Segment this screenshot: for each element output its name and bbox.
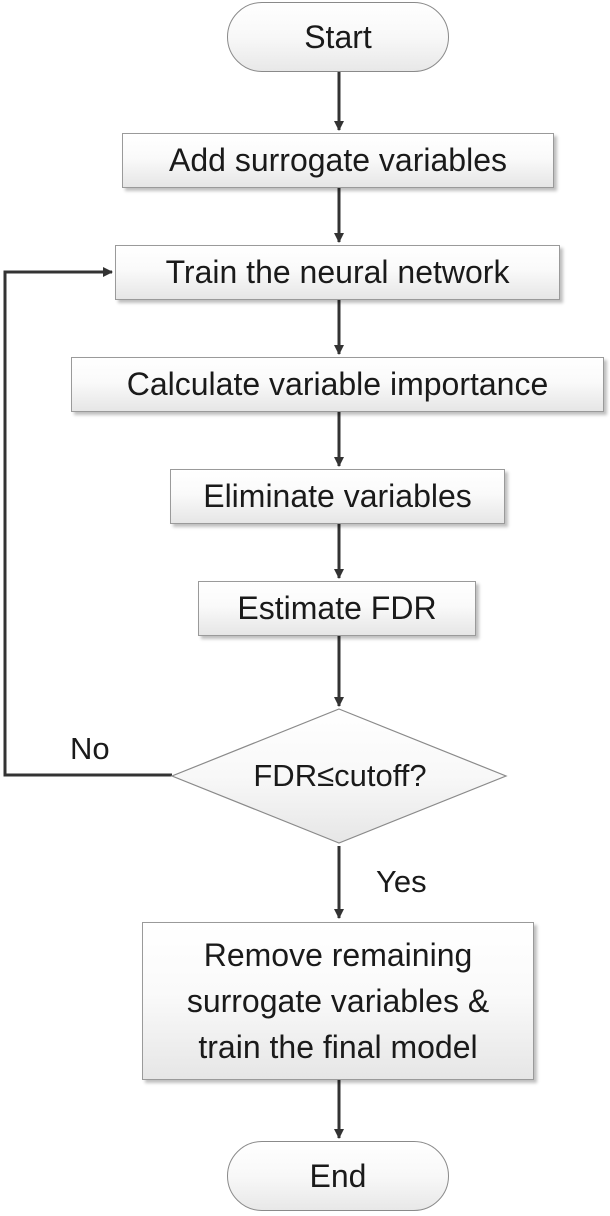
train-network-node: Train the neural network — [115, 245, 560, 300]
decision-diamond — [170, 708, 508, 844]
train-network-label: Train the neural network — [165, 254, 510, 291]
final-model-node: Remove remaining surrogate variables & t… — [142, 922, 534, 1080]
decision-label: FDR≤cutoff? — [253, 758, 427, 793]
estimate-fdr-node: Estimate FDR — [198, 581, 476, 636]
estimate-fdr-label: Estimate FDR — [237, 590, 437, 627]
calc-importance-label: Calculate variable importance — [126, 366, 549, 403]
eliminate-label: Eliminate variables — [203, 478, 472, 515]
final-line-3: train the final model — [198, 1029, 478, 1065]
add-surrogate-node: Add surrogate variables — [122, 133, 554, 188]
add-surrogate-label: Add surrogate variables — [169, 142, 507, 179]
calc-importance-node: Calculate variable importance — [71, 357, 604, 412]
arrow-no-loop-back — [3, 267, 172, 777]
yes-label: Yes — [376, 864, 427, 899]
final-line-2: surrogate variables & — [186, 983, 490, 1019]
end-node: End — [227, 1141, 449, 1211]
eliminate-node: Eliminate variables — [170, 469, 505, 524]
no-label: No — [70, 731, 110, 766]
start-label: Start — [304, 18, 372, 55]
start-node: Start — [227, 2, 449, 72]
final-line-1: Remove remaining — [203, 937, 473, 973]
end-label: End — [309, 1157, 367, 1194]
